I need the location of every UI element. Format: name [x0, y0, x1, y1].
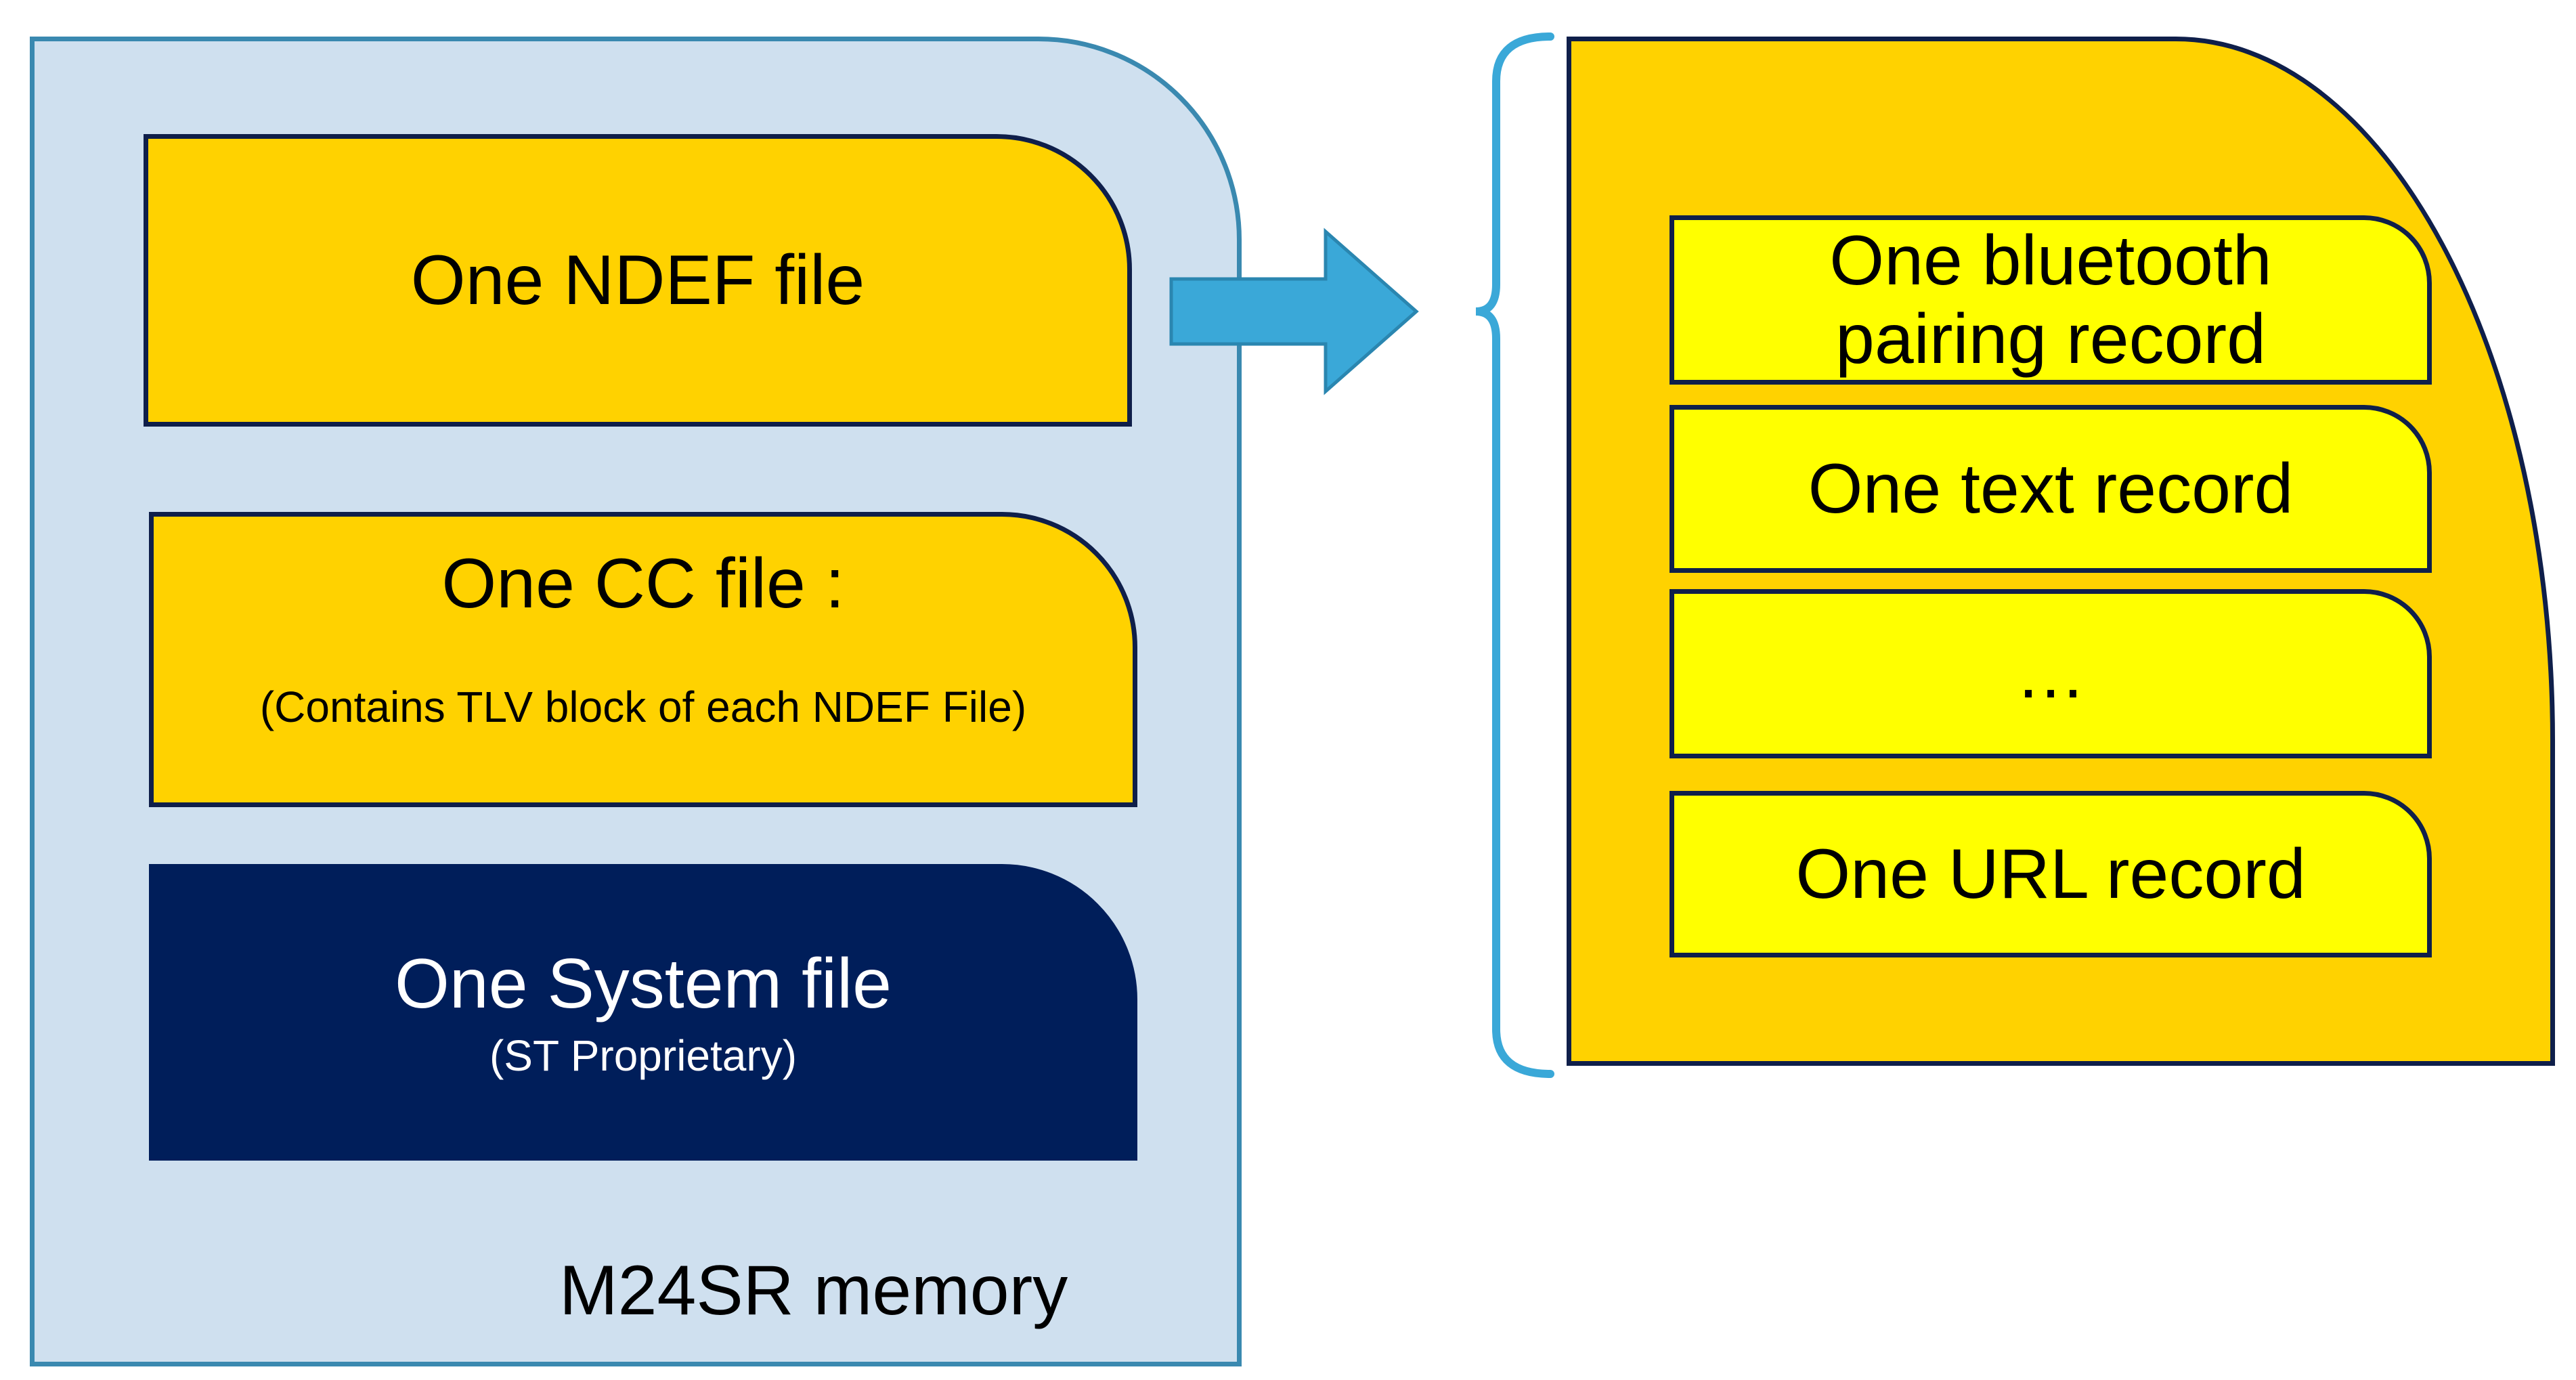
record-url-label: One URL record [1795, 834, 2306, 913]
ndef-file-title: One NDEF file [410, 240, 865, 320]
record-text: One text record [1669, 405, 2432, 573]
record-url: One URL record [1669, 791, 2432, 957]
right-arrow-icon [1169, 228, 1419, 395]
system-file-title: One System file [394, 944, 892, 1023]
record-ellipsis: … [1669, 589, 2432, 758]
record-ellipsis-label: … [2015, 634, 2086, 713]
record-bluetooth-line2: pairing record [1835, 300, 2266, 379]
ndef-file-box: One NDEF file [144, 134, 1132, 427]
system-file-note: (ST Proprietary) [489, 1031, 798, 1080]
record-bluetooth-line1: One bluetooth [1829, 221, 2272, 300]
record-text-label: One text record [1808, 449, 2294, 528]
system-file-box: One System file (ST Proprietary) [149, 864, 1137, 1161]
cc-file-title: One CC file : [441, 544, 845, 623]
cc-file-box: One CC file : (Contains TLV block of eac… [149, 512, 1137, 807]
record-bluetooth-pairing: One bluetooth pairing record [1669, 215, 2432, 385]
curly-brace-icon [1475, 33, 1554, 1078]
cc-file-note: (Contains TLV block of each NDEF File) [259, 683, 1027, 732]
memory-label: M24SR memory [559, 1251, 1068, 1330]
